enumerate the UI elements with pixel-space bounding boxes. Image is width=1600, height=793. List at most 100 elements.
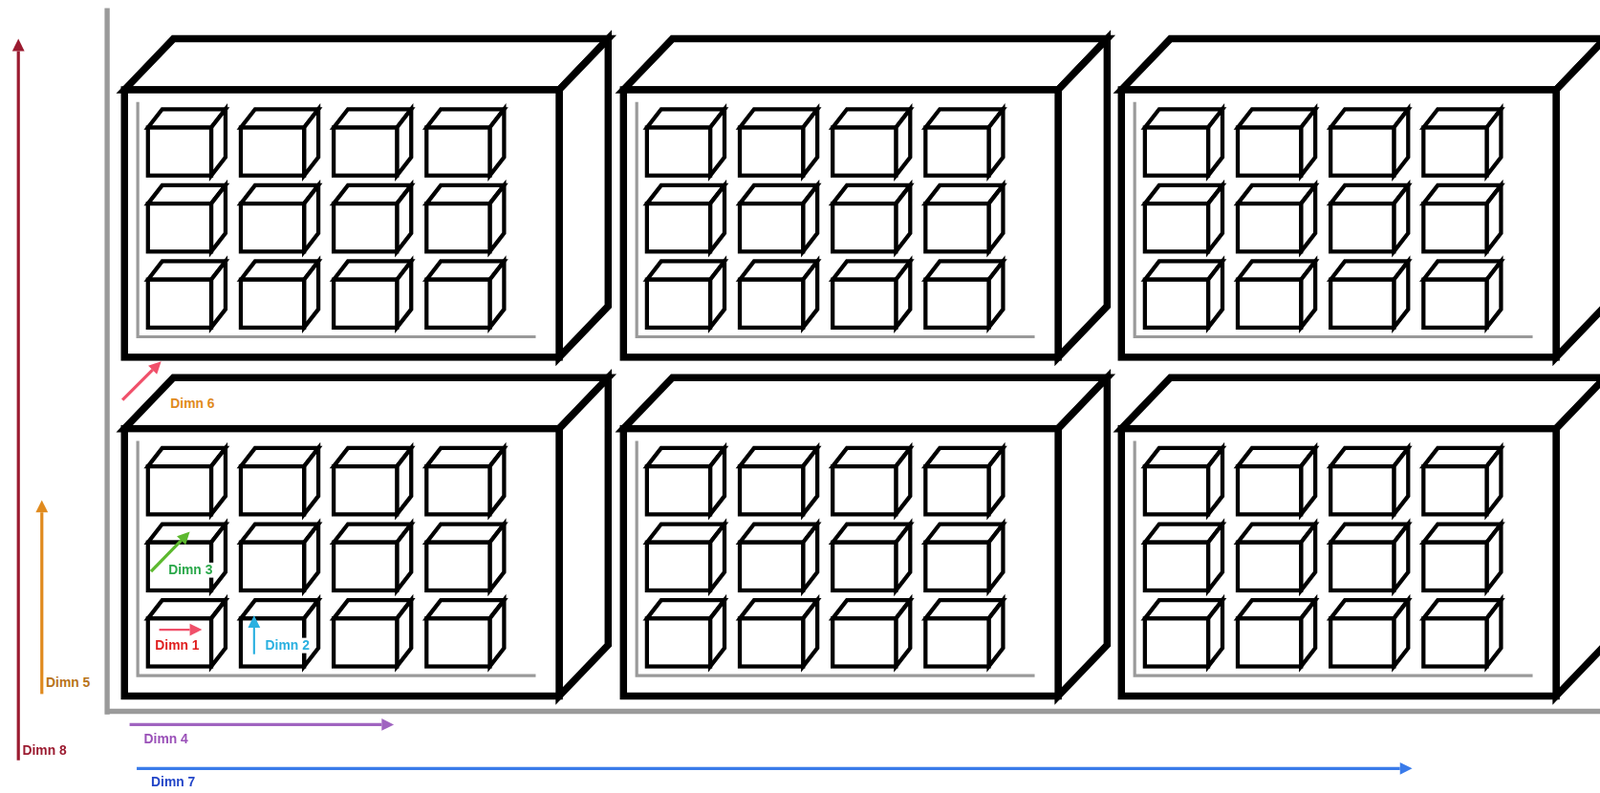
side-face (802, 600, 818, 667)
bin (1423, 108, 1501, 175)
side-face (1556, 377, 1600, 696)
bin (647, 185, 725, 252)
side-face (989, 448, 1004, 515)
bin (426, 108, 504, 175)
arrow-head (1400, 762, 1413, 776)
bin (647, 448, 725, 515)
top-face (1121, 39, 1600, 90)
front-face (333, 128, 397, 176)
shelf-line (1134, 440, 1533, 676)
front-face (647, 542, 711, 591)
bin (1145, 524, 1223, 591)
bin (925, 600, 1003, 667)
top-face (124, 39, 608, 90)
bin (739, 524, 818, 591)
front-face (1423, 618, 1487, 667)
front-face (124, 89, 560, 358)
bin (1237, 448, 1316, 515)
bin (925, 524, 1003, 591)
bin (1145, 108, 1223, 175)
front-face (739, 618, 803, 667)
dimension-label: Dimn 6 (168, 395, 217, 411)
side-face (489, 185, 504, 252)
arrow-head (12, 39, 25, 52)
side-face (1486, 185, 1501, 252)
front-face (240, 542, 304, 591)
dimension-arrow (136, 767, 1401, 771)
side-face (396, 185, 411, 252)
side-face (489, 260, 504, 327)
side-face (989, 524, 1004, 591)
bin (1237, 185, 1316, 252)
bin (1330, 260, 1408, 327)
front-face (1330, 466, 1394, 515)
bin (1237, 108, 1316, 175)
bin (426, 600, 504, 667)
side-face (211, 600, 226, 667)
front-face (426, 618, 490, 667)
side-face (1393, 108, 1408, 175)
bin (739, 448, 818, 515)
side-face (1556, 39, 1600, 358)
side-face (211, 524, 226, 591)
front-face (333, 203, 397, 252)
front-face (925, 203, 989, 252)
dimension-arrow (122, 369, 153, 401)
bin (333, 108, 411, 175)
side-face (489, 524, 504, 591)
bin (333, 448, 411, 515)
front-face (925, 280, 989, 328)
side-face (396, 600, 411, 667)
front-face (1237, 618, 1301, 667)
side-face (1393, 524, 1408, 591)
side-face (895, 260, 910, 327)
bin (240, 600, 319, 667)
side-face (1300, 260, 1316, 327)
bin (1423, 260, 1501, 327)
front-face (925, 618, 989, 667)
front-face (1237, 203, 1301, 252)
side-face (1300, 185, 1316, 252)
cabinet (623, 39, 1107, 358)
bin (1237, 524, 1316, 591)
front-face (1145, 618, 1209, 667)
side-face (895, 524, 910, 591)
side-face (1393, 600, 1408, 667)
side-face (303, 260, 319, 327)
bin (1145, 185, 1223, 252)
side-face (1208, 448, 1223, 515)
side-face (989, 600, 1004, 667)
side-face (989, 108, 1004, 175)
side-face (1486, 448, 1501, 515)
side-face (1300, 448, 1316, 515)
side-face (989, 185, 1004, 252)
front-face (1330, 618, 1394, 667)
side-face (1208, 600, 1223, 667)
front-face (739, 203, 803, 252)
bin (739, 185, 818, 252)
side-face (802, 260, 818, 327)
top-face (124, 377, 608, 429)
front-face (647, 203, 711, 252)
front-face (739, 542, 803, 591)
front-face (426, 466, 490, 515)
bin (148, 108, 226, 175)
front-face (1330, 203, 1394, 252)
front-face (333, 466, 397, 515)
side-face (1208, 108, 1223, 175)
bin (832, 600, 910, 667)
cabinet (1121, 39, 1600, 358)
dimension-arrow (253, 627, 256, 655)
bin (426, 448, 504, 515)
front-face (832, 280, 896, 328)
front-face (240, 128, 304, 176)
bin (739, 600, 818, 667)
side-face (802, 448, 818, 515)
dimension-arrow (159, 628, 191, 631)
side-face (211, 448, 226, 515)
dimension-label: Dimn 8 (20, 743, 69, 759)
front-face (832, 618, 896, 667)
front-face (1330, 280, 1394, 328)
bin (1423, 185, 1501, 252)
side-face (1208, 524, 1223, 591)
